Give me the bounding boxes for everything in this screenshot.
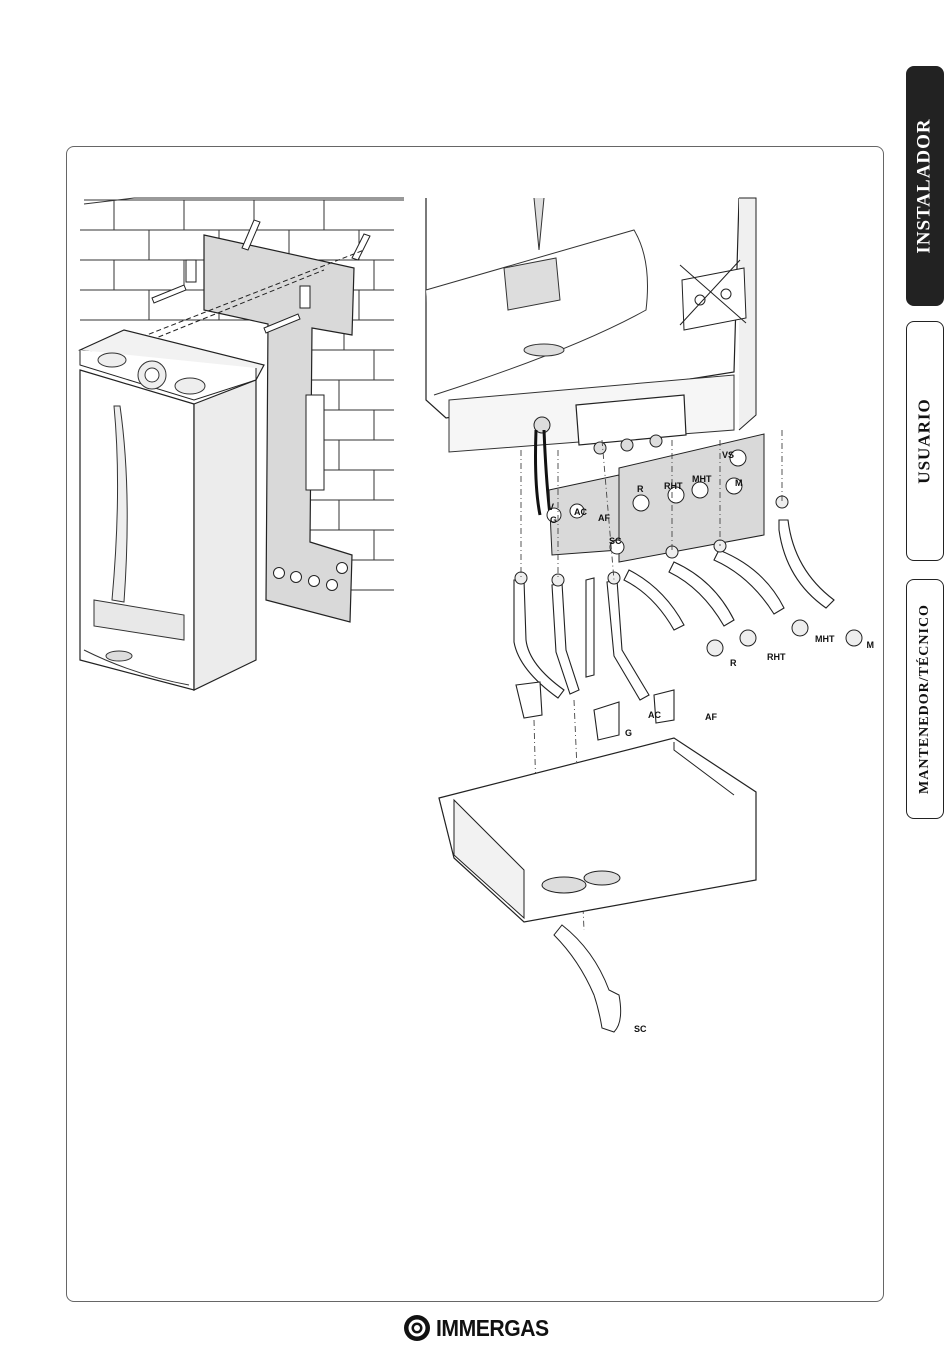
bottom-tray (439, 738, 756, 1032)
brand-mark-icon (402, 1313, 432, 1343)
label-mht-bottom: MHT (815, 634, 835, 644)
label-m-bottom: M (867, 640, 875, 650)
tab-mantenedor[interactable]: MANTENEDOR/TÉCNICO (906, 579, 944, 819)
label-m: M (735, 478, 743, 488)
label-r: R (637, 484, 644, 494)
installation-diagram: V G AC AF SC R RHT MHT VS M AC AF G R RH… (74, 190, 874, 1050)
label-rht: RHT (664, 481, 683, 491)
immergas-logo: IMMERGAS (402, 1313, 559, 1343)
label-ac: AC (574, 507, 587, 517)
label-sc-bottom: SC (634, 1024, 647, 1034)
tab-usuario-label: USUARIO (915, 398, 935, 483)
label-v: V (548, 502, 554, 512)
tab-instalador-label: INSTALADOR (914, 118, 936, 253)
tab-instalador[interactable]: INSTALADOR (906, 66, 944, 306)
label-ac-bottom: AC (648, 710, 661, 720)
tab-usuario[interactable]: USUARIO (906, 321, 944, 561)
label-g: G (550, 515, 557, 525)
label-rht-bottom: RHT (767, 652, 786, 662)
tab-mantenedor-label: MANTENEDOR/TÉCNICO (917, 604, 933, 794)
boiler-left (80, 330, 264, 690)
label-g-bottom: G (625, 728, 632, 738)
label-mht: MHT (692, 474, 712, 484)
label-af: AF (598, 513, 610, 523)
label-vs: VS (722, 450, 734, 460)
brand-name: IMMERGAS (436, 1315, 549, 1342)
label-r-bottom: R (730, 658, 737, 668)
label-af-bottom: AF (705, 712, 717, 722)
label-sc: SC (609, 536, 622, 546)
